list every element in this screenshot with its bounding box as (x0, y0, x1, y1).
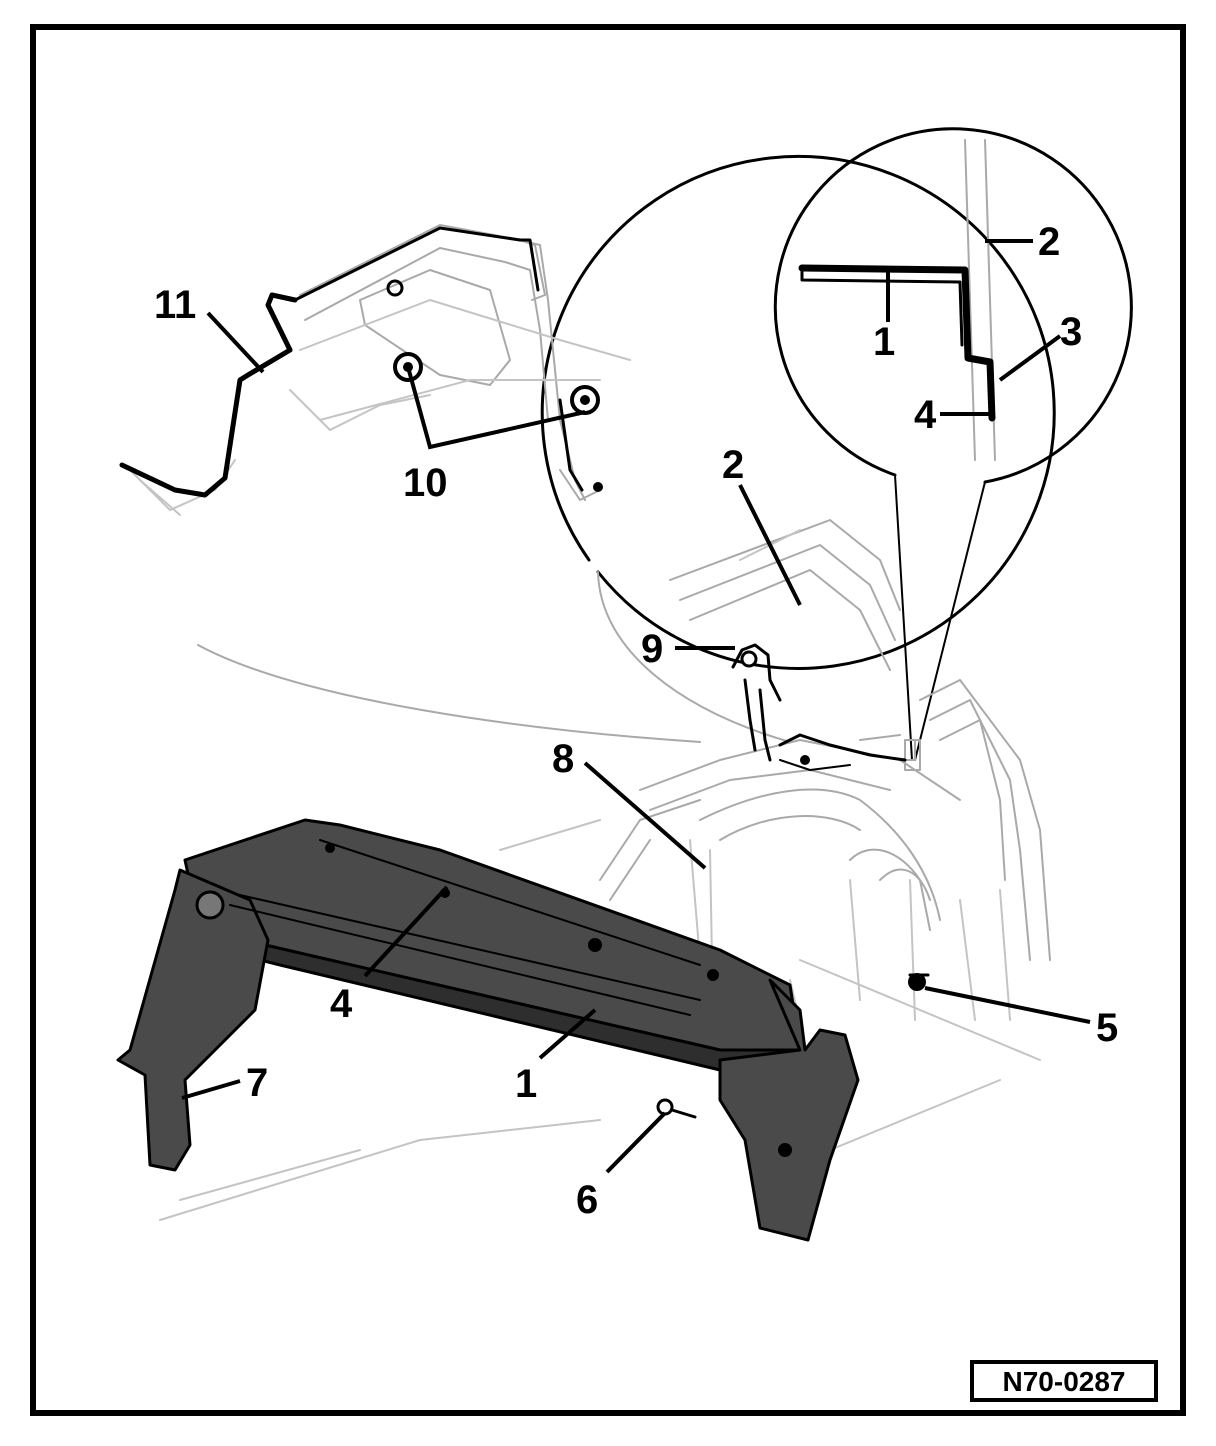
callout-main-2: 2 (722, 443, 744, 487)
callout-detail-right-1: 1 (873, 320, 895, 364)
leader-main-4 (363, 885, 449, 978)
leader-main-2 (738, 484, 802, 606)
bracket-detail (129, 224, 631, 516)
leader-main-5 (924, 986, 1091, 1024)
callout-main-7: 7 (246, 1061, 268, 1105)
callout-main-9: 9 (641, 627, 663, 671)
section-profile (798, 264, 996, 422)
detail-view-left: 11 10 (119, 154, 1056, 743)
component-8-mount (778, 733, 907, 771)
reference-code-box: N70-0287 (970, 1360, 1158, 1402)
reference-code-label: N70-0287 (1003, 1366, 1126, 1397)
vehicle-body-outline (159, 519, 1051, 1221)
figure-border (30, 24, 1186, 1416)
leader-main-1 (538, 1008, 597, 1060)
detail-left-outline (540, 154, 1056, 670)
callout-detail-right-2: 2 (1038, 220, 1060, 264)
callout-main-1: 1 (515, 1062, 537, 1106)
callout-detail-left-10: 10 (403, 461, 448, 505)
callout-detail-right-4: 4 (914, 393, 937, 437)
component-9-clip (731, 643, 782, 762)
callout-main-6: 6 (576, 1178, 598, 1222)
callout-main-5: 5 (1096, 1006, 1118, 1050)
leader-detail-right-3 (998, 334, 1062, 382)
leader-detail-left-10 (406, 366, 586, 450)
main-trim-panel (116, 818, 860, 1242)
component-5-bolt (908, 973, 930, 991)
callout-main-4: 4 (330, 982, 353, 1026)
leader-main-8 (583, 761, 707, 870)
bracket-edge-line (119, 292, 298, 498)
callout-detail-right-3: 3 (1060, 310, 1082, 354)
leader-detail-left-11 (206, 311, 265, 374)
callout-main-8: 8 (552, 737, 574, 781)
callout-detail-left-11: 11 (154, 283, 196, 327)
leader-main-7 (181, 1079, 241, 1100)
detail-right-outline (773, 127, 1133, 484)
leader-main-6 (605, 1111, 667, 1174)
detail-view-right: 2 1 3 4 (773, 127, 1133, 761)
